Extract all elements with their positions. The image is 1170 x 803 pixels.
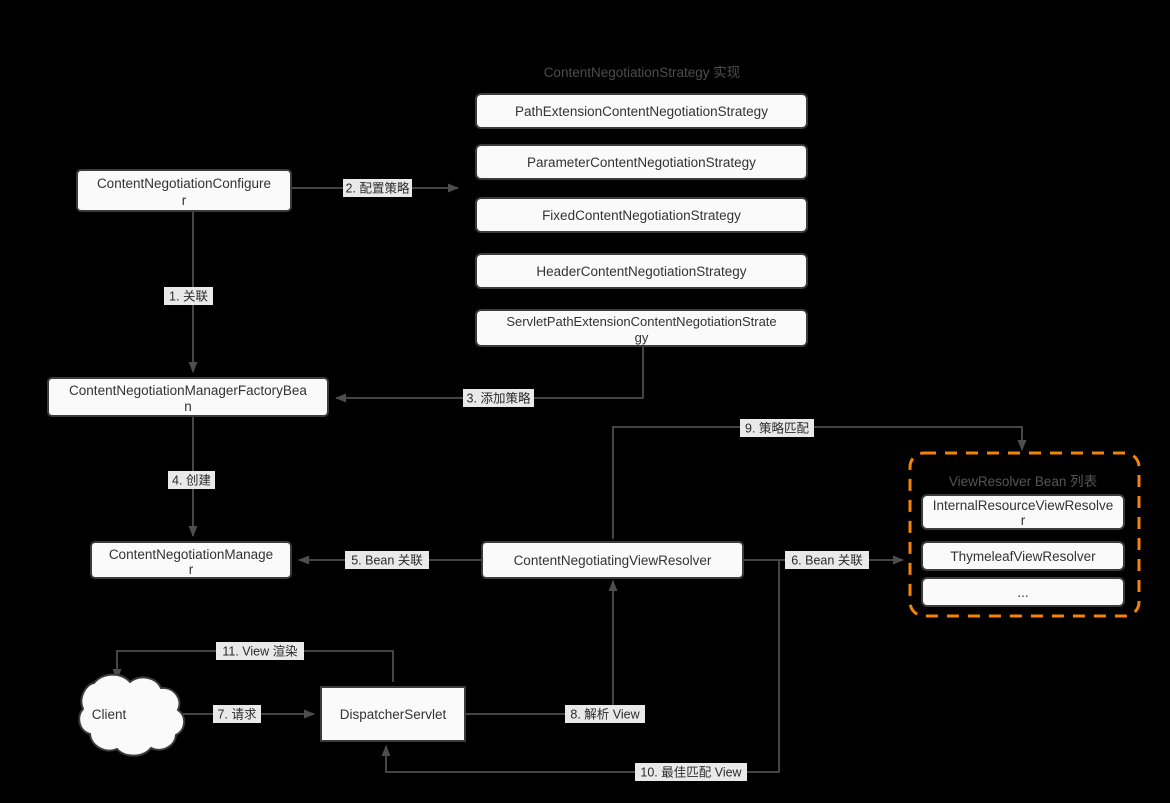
edge-label-text: 9. 策略匹配 [745, 420, 809, 435]
edge-8-path [466, 580, 618, 715]
edge-label-10: 10. 最佳匹配 View [635, 763, 747, 781]
label-bg [785, 551, 869, 569]
configurer-label-line2: r [182, 193, 187, 208]
node-configurer[interactable]: ContentNegotiationConfigure r [76, 169, 292, 212]
viewresolver-item-1[interactable]: ThymeleafViewResolver [921, 541, 1125, 571]
edge-9-path [612, 426, 1027, 539]
label-bg [216, 642, 304, 660]
viewresolver-box[interactable] [921, 541, 1125, 571]
edge-label-text: 5. Bean 关联 [351, 553, 423, 567]
edge-label-9: 9. 策略匹配 [740, 419, 814, 437]
strategy-group-title: ContentNegotiationStrategy 实现 [544, 65, 741, 80]
edge-label-text: 8. 解析 View [570, 707, 640, 721]
label-bg [565, 705, 645, 723]
strategy-label-line1: ServletPathExtensionContentNegotiationSt… [506, 314, 776, 329]
label-bg [635, 763, 747, 781]
strategy-box[interactable] [475, 93, 808, 129]
configurer-label-line1: ContentNegotiationConfigure [97, 176, 271, 191]
edge-label-text: 6. Bean 关联 [791, 553, 863, 567]
label-bg [164, 287, 213, 305]
strategy-label: FixedContentNegotiationStrategy [542, 208, 741, 223]
configurer-box[interactable] [76, 169, 292, 212]
factory-bean-label-line1: ContentNegotiationManagerFactoryBea [69, 383, 307, 398]
edge-10-path [381, 560, 780, 773]
edge-label-text: 2. 配置策略 [346, 180, 410, 195]
edge-label-11: 11. View 渲染 [216, 642, 304, 660]
negotiating-view-resolver-box[interactable] [481, 541, 744, 579]
negotiating-view-resolver-label: ContentNegotiatingViewResolver [514, 553, 712, 568]
viewresolver-label-line2: r [1021, 513, 1026, 528]
edge-label-text: 11. View 渲染 [222, 643, 298, 658]
edge-label-text: 10. 最佳匹配 View [640, 765, 742, 779]
edge-label-6: 6. Bean 关联 [785, 551, 869, 569]
edge-label-2: 2. 配置策略 [343, 179, 412, 197]
strategy-item-3[interactable]: HeaderContentNegotiationStrategy [475, 253, 808, 289]
strategy-label: HeaderContentNegotiationStrategy [536, 264, 746, 279]
node-factory-bean[interactable]: ContentNegotiationManagerFactoryBea n [47, 377, 329, 417]
edge-label-text: 1. 关联 [169, 289, 208, 303]
edge-label-text: 3. 添加策略 [467, 390, 531, 405]
edge-label-7: 7. 请求 [213, 705, 261, 723]
node-manager[interactable]: ContentNegotiationManage r [90, 541, 292, 579]
dispatcher-servlet-label: DispatcherServlet [340, 707, 447, 722]
factory-bean-label-line2: n [184, 399, 192, 414]
viewresolver-group: ViewResolver Bean 列表 InternalResourceVie… [908, 451, 1141, 618]
label-bg [343, 179, 412, 197]
edge-label-8: 8. 解析 View [565, 705, 645, 723]
strategy-group: ContentNegotiationStrategy 实现 PathExtens… [475, 65, 808, 347]
viewresolver-box[interactable] [921, 577, 1125, 607]
label-bg [345, 551, 429, 569]
label-bg [213, 705, 261, 723]
node-dispatcher-servlet[interactable]: DispatcherServlet [320, 686, 466, 742]
strategy-item-1[interactable]: ParameterContentNegotiationStrategy [475, 144, 808, 180]
edge-label-5: 5. Bean 关联 [345, 551, 429, 569]
strategy-label: PathExtensionContentNegotiationStrategy [515, 104, 768, 119]
strategy-label-line2: gy [635, 330, 649, 345]
strategy-item-4[interactable]: ServletPathExtensionContentNegotiationSt… [475, 309, 808, 347]
strategy-box[interactable] [475, 144, 808, 180]
client-label: Client [92, 707, 127, 722]
strategy-label: ParameterContentNegotiationStrategy [527, 155, 756, 170]
viewresolver-label: ThymeleafViewResolver [950, 549, 1096, 564]
node-negotiating-view-resolver[interactable]: ContentNegotiatingViewResolver [481, 541, 744, 579]
edge-labels-layer: 1. 关联 2. 配置策略 3. 添加策略 4. 创建 5. Bean 关联 6… [164, 179, 869, 781]
edge-label-4: 4. 创建 [168, 471, 215, 489]
strategy-box[interactable] [475, 309, 808, 347]
strategy-item-2[interactable]: FixedContentNegotiationStrategy [475, 197, 808, 233]
label-bg [463, 389, 534, 407]
client-cloud-shape[interactable] [78, 673, 186, 757]
viewresolver-group-title: ViewResolver Bean 列表 [949, 474, 1098, 489]
label-bg [740, 419, 814, 437]
edge-label-text: 7. 请求 [218, 707, 257, 721]
edge-label-text: 4. 创建 [172, 473, 211, 487]
viewresolver-item-2[interactable]: ... [921, 577, 1125, 607]
node-client[interactable]: Client [78, 673, 186, 757]
edge-label-1: 1. 关联 [164, 287, 213, 305]
strategy-box[interactable] [475, 253, 808, 289]
factory-bean-box[interactable] [47, 377, 329, 417]
manager-label-line2: r [189, 562, 194, 577]
edge-3-path [335, 341, 644, 403]
strategy-box[interactable] [475, 197, 808, 233]
viewresolver-label: ... [1017, 585, 1028, 600]
dispatcher-servlet-box[interactable] [320, 686, 466, 742]
manager-label-line1: ContentNegotiationManage [109, 547, 273, 562]
manager-box[interactable] [90, 541, 292, 579]
label-bg [168, 471, 215, 489]
edge-label-3: 3. 添加策略 [463, 389, 534, 407]
viewresolver-label-line1: InternalResourceViewResolve [933, 498, 1114, 513]
strategy-item-0[interactable]: PathExtensionContentNegotiationStrategy [475, 93, 808, 129]
viewresolver-item-0[interactable]: InternalResourceViewResolve r [921, 494, 1125, 530]
viewresolver-box[interactable] [921, 494, 1125, 530]
